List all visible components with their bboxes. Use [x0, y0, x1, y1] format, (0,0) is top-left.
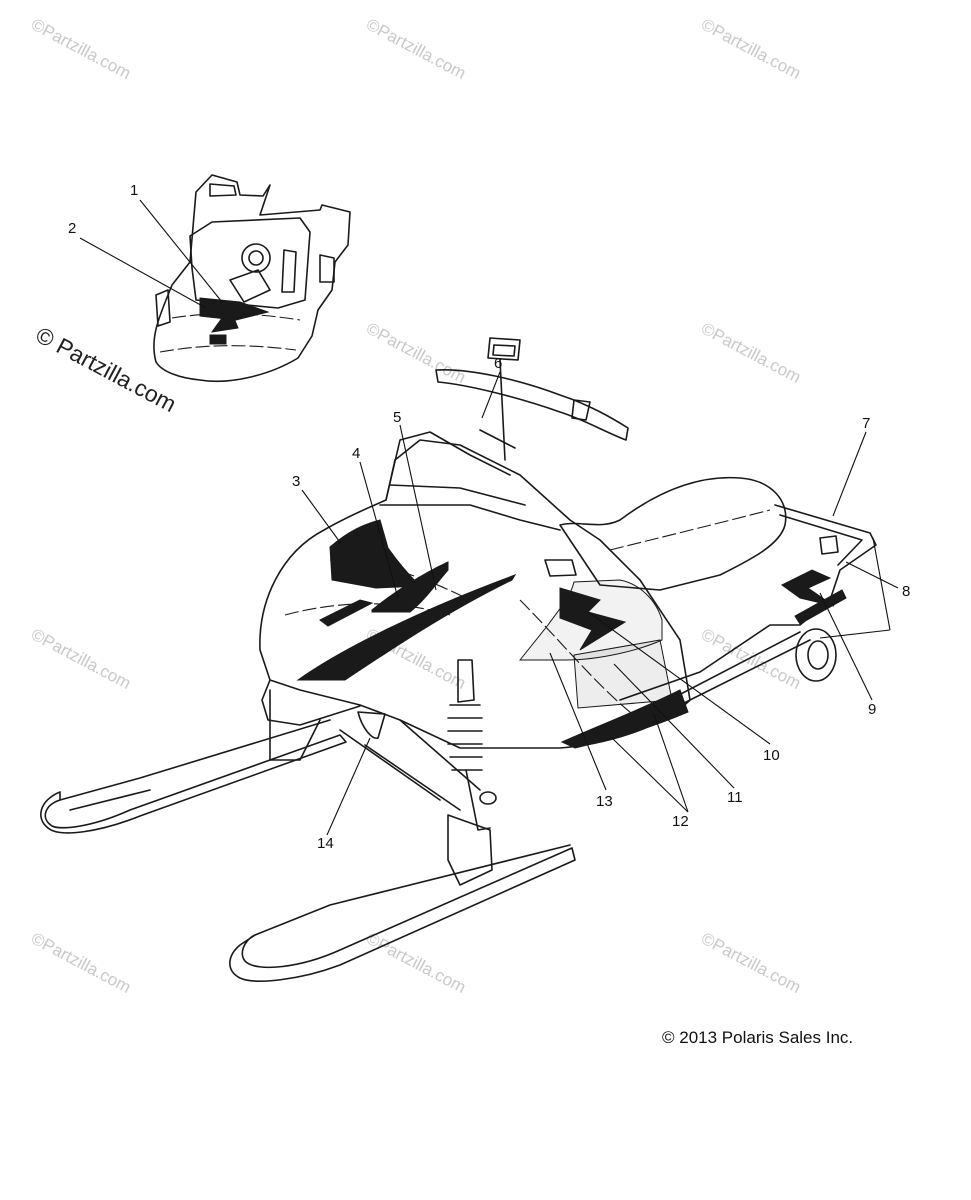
callout-4: 4: [352, 445, 360, 462]
decal-12: [560, 689, 689, 749]
callout-1: 1: [130, 182, 138, 199]
watermark: ©Partzilla.com: [28, 15, 134, 83]
decal-5-stripe: [319, 599, 374, 627]
watermark: ©Partzilla.com: [28, 929, 134, 997]
snowmobile-main-view: [40, 337, 877, 982]
decal-9: [781, 569, 835, 607]
callout-6: 6: [494, 355, 502, 372]
decal-8: [794, 589, 847, 625]
windshield: [385, 431, 511, 501]
decal-10: [559, 587, 627, 651]
callout-5: 5: [393, 409, 401, 426]
callout-10: 10: [763, 747, 780, 764]
callout-labels: 1 2 3 4 5 6 7 8 9 10 11 12 13 14: [68, 182, 910, 852]
callout-9: 9: [868, 701, 876, 718]
callout-7: 7: [862, 415, 870, 432]
callout-2: 2: [68, 220, 76, 237]
callout-8: 8: [902, 583, 910, 600]
callout-12: 12: [672, 813, 689, 830]
watermark: ©Partzilla.com: [363, 15, 469, 83]
watermark-grid: ©Partzilla.com ©Partzilla.com ©Partzilla…: [28, 15, 804, 997]
decal-4: [371, 561, 449, 613]
nose-light: [357, 711, 386, 739]
leader-lines: [79, 199, 899, 836]
decal-5: [296, 574, 517, 681]
ski-right: [229, 847, 576, 982]
watermark: ©Partzilla.com: [698, 929, 804, 997]
ski-left: [40, 734, 347, 834]
hood-console-inset: [153, 174, 351, 383]
watermark: ©Partzilla.com: [698, 625, 804, 693]
watermark: ©Partzilla.com: [363, 319, 469, 387]
callout-14: 14: [317, 835, 334, 852]
watermark: ©Partzilla.com: [363, 929, 469, 997]
shock: [457, 659, 475, 703]
decal-3: [329, 519, 422, 589]
handlebar: [435, 368, 629, 441]
partzilla-watermark-main: © Partzilla.com: [32, 321, 181, 417]
idler-wheel: [795, 628, 837, 682]
watermark: ©Partzilla.com: [28, 625, 134, 693]
callout-11: 11: [727, 789, 743, 806]
seat: [559, 476, 787, 591]
callout-13: 13: [596, 793, 613, 810]
callout-3: 3: [292, 473, 300, 490]
watermark: ©Partzilla.com: [698, 15, 804, 83]
watermark: ©Partzilla.com: [698, 319, 804, 387]
copyright-notice: © 2013 Polaris Sales Inc.: [662, 1028, 854, 1047]
